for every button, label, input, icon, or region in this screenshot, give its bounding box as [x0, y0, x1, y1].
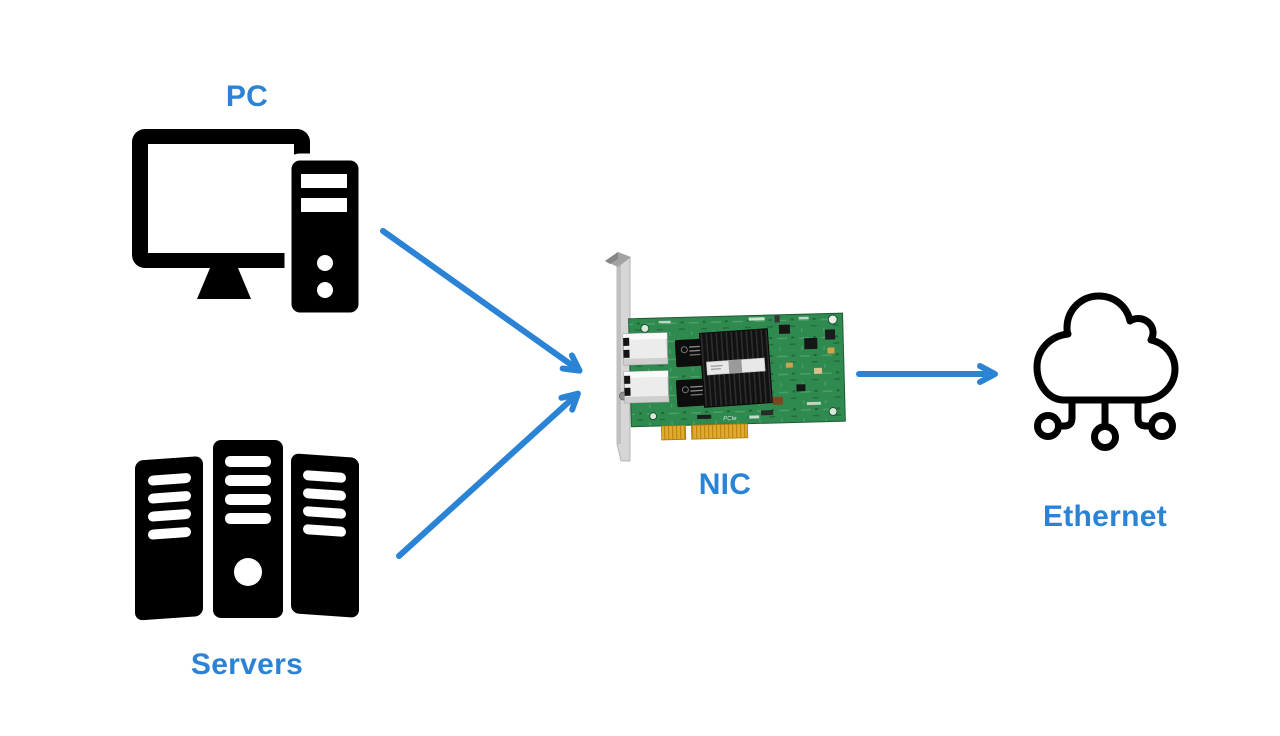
nic-label: NIC	[698, 468, 752, 501]
cloud-network-icon	[1033, 292, 1179, 451]
node-ethernet: Ethernet	[1003, 288, 1207, 534]
nic-photo: PCIe	[605, 252, 846, 462]
node-servers: Servers	[129, 440, 365, 682]
node-nic: PCIe NIC	[598, 246, 852, 502]
node-pc: PC	[129, 80, 365, 318]
servers-label: Servers	[190, 648, 304, 681]
arrow-servers-to-nic	[396, 390, 581, 559]
svg-text:PCIe: PCIe	[723, 416, 737, 422]
pc-label: PC	[225, 80, 269, 113]
server-rack-icon	[135, 440, 359, 621]
arrow-pc-to-nic	[380, 228, 583, 374]
ethernet-label: Ethernet	[1042, 500, 1168, 533]
desktop-computer-icon	[132, 129, 364, 318]
